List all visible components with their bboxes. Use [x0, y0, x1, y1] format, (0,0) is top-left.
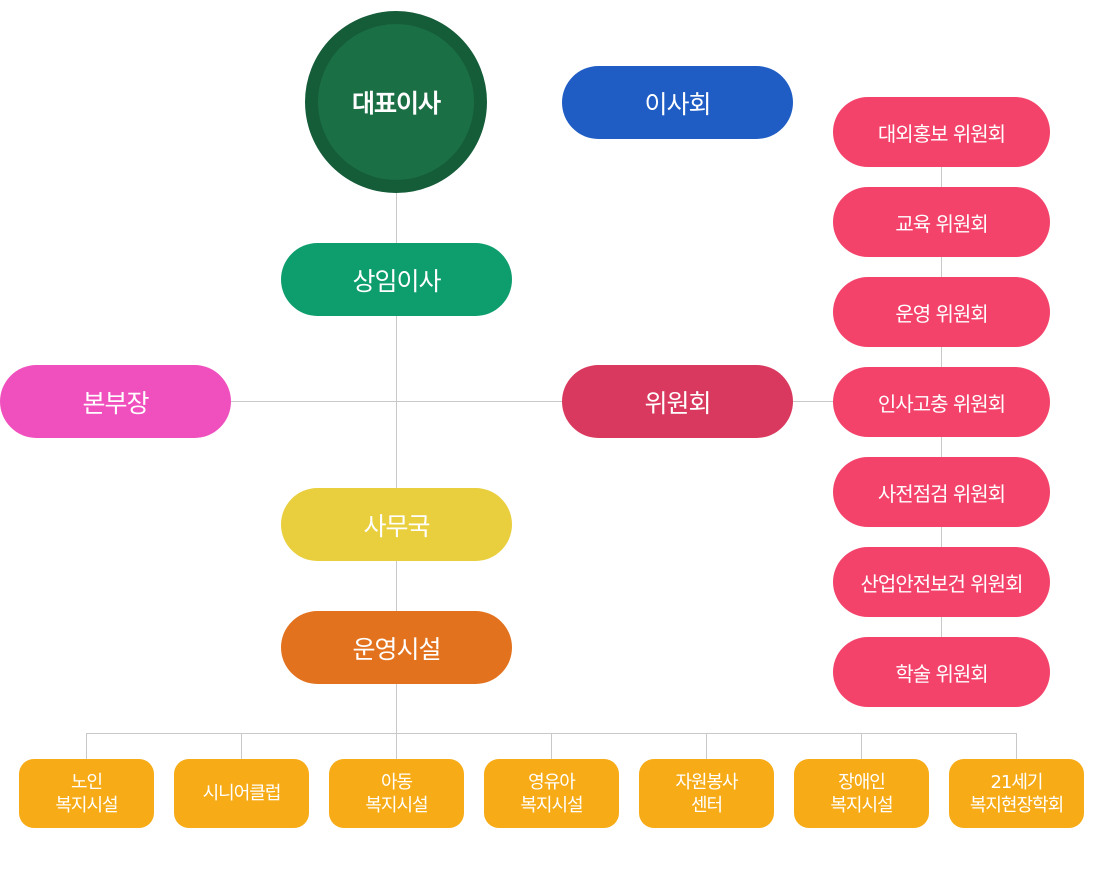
connector-hq-committee: [231, 401, 562, 402]
facility-child-welfare: 아동 복지시설: [329, 759, 464, 828]
facility-label-line1: 시니어클럽: [202, 783, 282, 804]
facility-disability-welfare: 장애인 복지시설: [794, 759, 929, 828]
facility-label-line1: 21세기: [990, 771, 1043, 793]
facility-label-line1: 장애인: [838, 771, 886, 793]
operating-facilities-node: 운영시설: [281, 611, 512, 684]
connector-drop-7: [1016, 733, 1017, 759]
board-node: 이사회: [562, 66, 793, 139]
standing-director-node: 상임이사: [281, 243, 512, 316]
facility-label-line2: 센터: [690, 794, 723, 816]
connector-drop-5: [706, 733, 707, 759]
facility-senior-welfare: 노인 복지시설: [19, 759, 154, 828]
headquarters-director-node: 본부장: [0, 365, 231, 438]
committee-pre-inspection: 사전점검 위원회: [833, 457, 1050, 527]
ceo-node: 대표이사: [305, 11, 487, 193]
connector-main-vertical: [396, 193, 397, 733]
facility-label-line2: 복지현장학회: [969, 794, 1064, 816]
connector-drop-6: [861, 733, 862, 759]
connector-drop-3: [396, 733, 397, 759]
committee-public-relations: 대외홍보 위원회: [833, 97, 1050, 167]
connector-drop-4: [551, 733, 552, 759]
committee-academic: 학술 위원회: [833, 637, 1050, 707]
committee-industrial-safety-health: 산업안전보건 위원회: [833, 547, 1050, 617]
facility-label-line2: 복지시설: [520, 794, 583, 816]
secretariat-node: 사무국: [281, 488, 512, 561]
facility-label-line2: 복지시설: [55, 794, 118, 816]
facility-label-line1: 노인: [70, 771, 103, 793]
facility-label-line1: 영유아: [528, 771, 576, 793]
committee-education: 교육 위원회: [833, 187, 1050, 257]
committee-operations: 운영 위원회: [833, 277, 1050, 347]
facility-welfare-field-society: 21세기 복지현장학회: [949, 759, 1084, 828]
connector-drop-1: [86, 733, 87, 759]
facility-label-line1: 자원봉사: [675, 771, 738, 793]
facility-infant-welfare: 영유아 복지시설: [484, 759, 619, 828]
facility-label-line2: 복지시설: [830, 794, 893, 816]
facility-label-line2: 복지시설: [365, 794, 428, 816]
connector-drop-2: [241, 733, 242, 759]
facility-label-line1: 아동: [380, 771, 413, 793]
facility-senior-club: 시니어클럽: [174, 759, 309, 828]
committee-node: 위원회: [562, 365, 793, 438]
facility-volunteer-center: 자원봉사 센터: [639, 759, 774, 828]
committee-personnel-grievance: 인사고충 위원회: [833, 367, 1050, 437]
